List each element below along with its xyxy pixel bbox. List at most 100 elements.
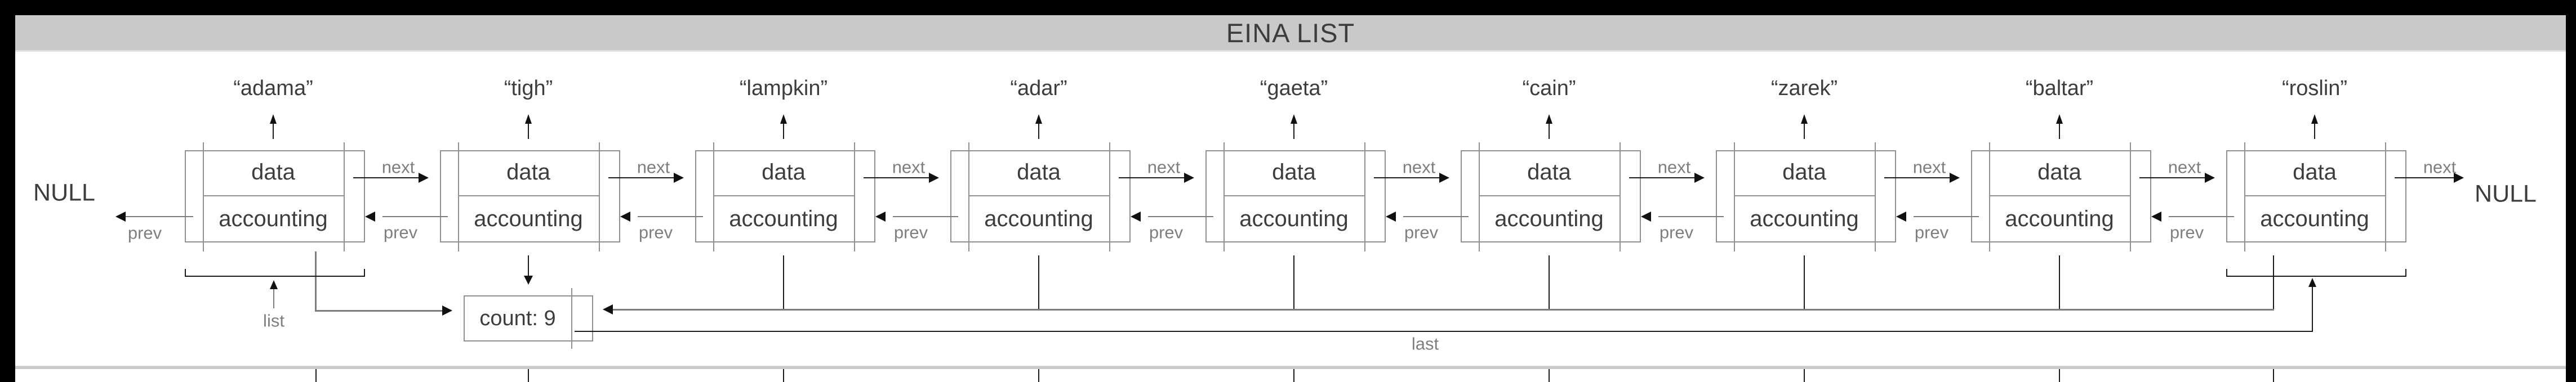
next-figure-line-stub [528,369,529,382]
name-arrow-line [1549,124,1550,139]
prev-arrow-line [2169,216,2234,217]
name-arrow-line [1804,124,1805,139]
last-bracket-tick-right [2405,269,2406,276]
prev-arrow-label: prev [1404,222,1439,242]
prev-arrow-line [1914,216,1979,217]
list-node-box [1205,150,1386,242]
node-margin-line-left [713,142,714,251]
title-bar: EINA LIST [15,15,2566,52]
node-count-line [1038,255,1039,310]
next-arrow-label: next [381,157,415,177]
head-node-count-line-v [315,251,317,311]
list-node-box [1716,150,1896,242]
next-arrow-line [2139,177,2205,178]
prev-arrow-line [1658,216,1724,217]
list-node-box [695,150,875,242]
node-count-line [2059,255,2060,310]
prev-arrow-label: prev [638,222,673,242]
node-cell-divider [1990,195,2130,196]
last-pointer-line-h [575,331,2313,332]
node-count-line [1549,255,1550,310]
next-arrow-line [1374,177,1439,178]
node-cell-divider [969,195,1109,196]
name-arrow-up-icon [780,114,787,124]
name-arrow-up-icon [1291,114,1297,124]
frame-left-border [0,0,15,382]
list-node-box [950,150,1131,242]
data-cell-label: data [1782,160,1826,185]
node-margin-line-right [2385,142,2386,251]
prev-arrow-left-icon [620,212,630,222]
accounting-cell-label: accounting [219,206,328,231]
list-arrow-line [273,289,274,308]
node-margin-line-left [1479,142,1480,251]
next-arrow-right-icon [1694,173,1705,183]
list-arrow-up-icon [270,280,278,289]
next-arrow-label: next [2423,157,2457,177]
next-arrow-right-icon [2205,173,2215,183]
null-left-label: NULL [33,179,95,206]
accounting-cell-label: accounting [2260,206,2369,231]
prev-arrow-left-icon [1386,212,1396,222]
node-margin-line-right [2130,142,2131,251]
last-bracket-tick-left [2226,269,2227,276]
list-node-box [185,150,365,242]
node-margin-line-left [458,142,459,251]
name-arrow-up-icon [2311,114,2318,124]
next-arrow-right-icon [1950,173,1960,183]
prev-arrow-line [1403,216,1469,217]
node-cell-divider [2245,195,2385,196]
next-arrow-line [353,177,419,178]
list-node-box [440,150,620,242]
next-arrow-line [864,177,929,178]
count-box [464,295,593,341]
prev-arrow-line [638,216,703,217]
next-figure-line-stub [2273,369,2274,382]
prev-arrow-label: prev [383,222,418,242]
name-arrow-up-icon [270,114,277,124]
prev-arrow-line [893,216,958,217]
list-node-box [2226,150,2406,242]
accounting-cell-label: accounting [474,206,583,231]
name-arrow-up-icon [2056,114,2063,124]
accounting-cell-label: accounting [1494,206,1604,231]
next-figure-line-stub [1804,369,1805,382]
node-cell-divider [1225,195,1364,196]
prev-arrow-label: prev [1149,222,1184,242]
node-margin-line-right [599,142,600,251]
next-arrow-line [1119,177,1184,178]
node-name-label: “lampkin” [739,77,828,100]
name-arrow-line [273,124,274,139]
next-arrow-right-icon [1184,173,1194,183]
name-arrow-line [2059,124,2060,139]
frame-right-border [2566,0,2576,382]
node-name-label: “baltar” [2025,77,2094,100]
data-cell-label: data [251,160,295,185]
name-arrow-line [1038,124,1039,139]
prev-arrow-label: prev [127,223,162,243]
tail-node-count-line [2273,255,2274,310]
accounting-cell-label: accounting [2005,206,2114,231]
next-figure-line-stub [315,369,317,382]
node-margin-line-left [1734,142,1735,251]
count-collector-line [613,309,2274,311]
diagram-title: EINA LIST [1226,17,1355,48]
next-arrow-right-icon [419,173,429,183]
name-arrow-line [1293,124,1294,139]
prev-arrow-left-icon [1641,212,1651,222]
data-cell-label: data [2037,160,2081,185]
next-arrow-label: next [892,157,926,177]
null-right-label: NULL [2475,180,2537,208]
accounting-cell-label: accounting [1239,206,1349,231]
node-margin-line-right [1364,142,1365,251]
data-cell-label: data [2293,160,2337,185]
next-arrow-right-icon [674,173,684,183]
data-cell-label: data [762,160,806,185]
node-count-line [1293,255,1294,310]
bottom-separator [15,366,2566,369]
node-margin-line-left [968,142,969,251]
last-bracket-line [2226,276,2406,277]
next-figure-line-stub [783,369,784,382]
node-name-label: “adar” [1010,77,1067,100]
